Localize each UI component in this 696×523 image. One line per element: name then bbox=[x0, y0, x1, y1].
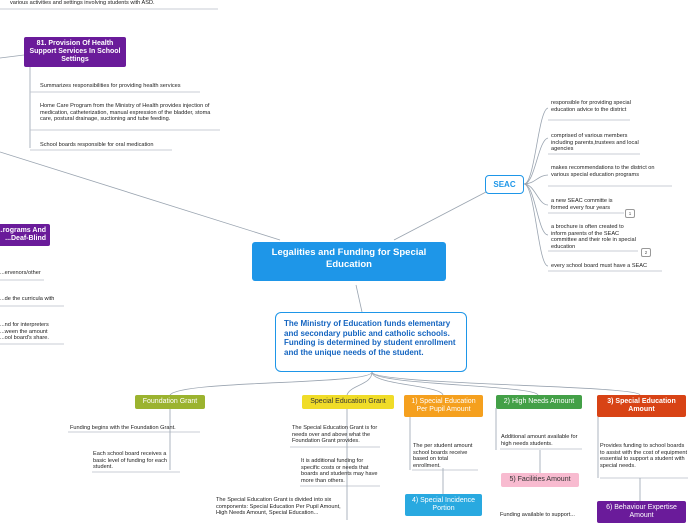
seac-item-3: makes recommendations to the district on… bbox=[551, 165, 655, 178]
high-needs-amount-node[interactable]: 2) High Needs Amount bbox=[496, 395, 582, 409]
foundation-grant-node[interactable]: Foundation Grant bbox=[135, 395, 205, 409]
seg-item-3: The Special Education Grant is divided i… bbox=[216, 497, 341, 517]
health-support-node[interactable]: 81. Provision Of Health Support Services… bbox=[24, 37, 126, 67]
top-note: various activities and settings involvin… bbox=[10, 0, 155, 6]
behaviour-expertise-node[interactable]: 6) Behaviour Expertise Amount bbox=[597, 501, 686, 523]
health-item-3: School boards responsible for oral medic… bbox=[40, 142, 154, 148]
foundation-item-1: Funding begins with the Foundation Grant… bbox=[70, 425, 176, 431]
facilities-amount-node[interactable]: 5) Facilities Amount bbox=[501, 473, 579, 487]
health-item-1: Summarizes responsibilities for providin… bbox=[40, 83, 181, 89]
central-topic[interactable]: Legalities and Funding for Special Educa… bbox=[252, 242, 446, 281]
seg-item-1: The Special Education Grant is for needs… bbox=[292, 425, 378, 445]
seac-item-6: every school board must have a SEAC bbox=[551, 263, 648, 269]
deaf-blind-node[interactable]: ...rograms And ...Deaf-Blind bbox=[0, 224, 50, 246]
note-badge-1[interactable]: 1 bbox=[625, 209, 635, 218]
ministry-of-education-node[interactable]: The Ministry of Education funds elementa… bbox=[275, 312, 467, 372]
deaf-blind-item-2: ...de the curricula with bbox=[0, 296, 55, 302]
special-education-grant-node[interactable]: Special Education Grant bbox=[302, 395, 394, 409]
per-pupil-item-1: The per student amount school boards rec… bbox=[413, 443, 473, 469]
special-incidence-node[interactable]: 4) Special Incidence Portion bbox=[405, 494, 482, 516]
foundation-item-2: Each school board receives a basic level… bbox=[93, 451, 168, 471]
deaf-blind-item-1: ...ervenors/other bbox=[0, 270, 41, 276]
seac-item-4: a new SEAC committe is formed every four… bbox=[551, 198, 613, 211]
health-item-2: Home Care Program from the Ministry of H… bbox=[40, 103, 211, 123]
seac-item-1: responsible for providing special educat… bbox=[551, 100, 631, 113]
deaf-blind-item-3: ...nd for interpreters ...ween the amoun… bbox=[0, 322, 49, 342]
per-pupil-amount-node[interactable]: 1) Special Education Per Pupil Amount bbox=[404, 395, 483, 417]
seg-item-2: It is additional funding for specific co… bbox=[301, 458, 378, 484]
note-badge-2[interactable]: 2 bbox=[641, 248, 651, 257]
special-education-amount-node[interactable]: 3) Special Education Amount bbox=[597, 395, 686, 417]
seac-node[interactable]: SEAC bbox=[485, 175, 524, 194]
seac-item-2: comprised of various members including p… bbox=[551, 133, 639, 153]
facilities-item-1: Funding available to support... bbox=[500, 512, 575, 518]
seac-item-5: a brochure is often created to inform pa… bbox=[551, 224, 636, 250]
high-needs-item-1: Additional amount available for high nee… bbox=[501, 434, 578, 447]
sea-item-1: Provides funding to school boards to ass… bbox=[600, 443, 688, 469]
